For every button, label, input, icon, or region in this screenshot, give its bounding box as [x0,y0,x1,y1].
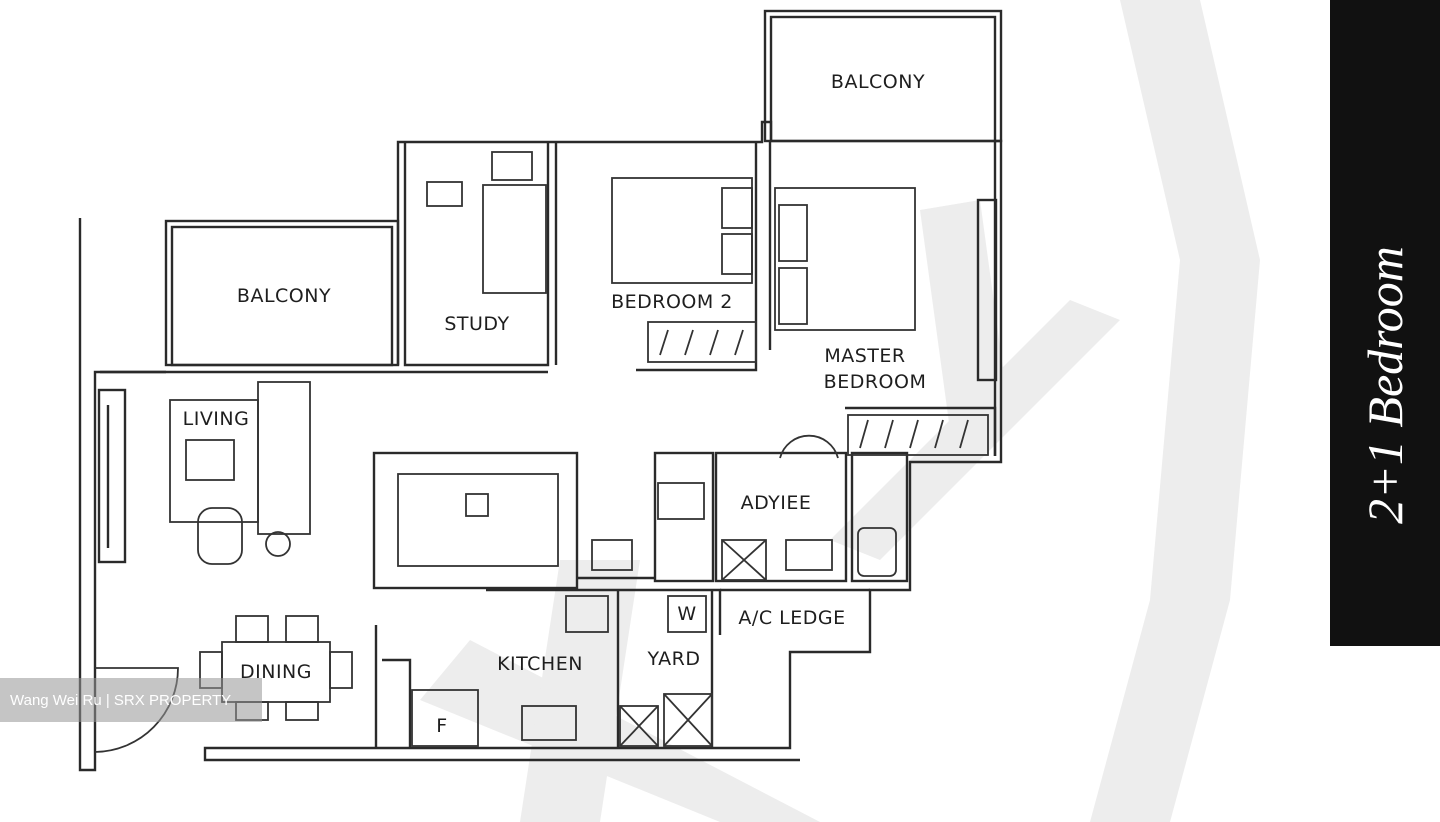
label-kitchen: KITCHEN [497,653,583,675]
furniture [94,151,989,753]
label-yard: YARD [647,648,701,670]
label-bedroom-2: BEDROOM 2 [611,291,733,313]
label-living: LIVING [183,408,250,430]
label-master-line1: MASTER [824,345,905,367]
label-wc: ADYIEE [741,492,812,514]
label-dining: DINING [240,661,312,683]
label-master-line2: BEDROOM [824,371,927,393]
label-fridge: F [436,715,447,737]
label-ac-ledge: A/C LEDGE [738,607,845,629]
unit-type-text: 2+1 Bedroom [1357,246,1413,524]
agent-watermark: Wang Wei Ru | SRX PROPERTY [0,678,262,722]
label-balcony-top: BALCONY [831,71,925,93]
watermark-text: Wang Wei Ru | SRX PROPERTY [10,691,232,709]
walls [78,9,1003,772]
label-balcony-left: BALCONY [237,285,331,307]
unit-type-banner: 2+1 Bedroom [1330,0,1440,646]
label-washer: W [677,603,696,625]
background-watermark-logo [420,0,1260,822]
label-study: STUDY [444,313,509,335]
